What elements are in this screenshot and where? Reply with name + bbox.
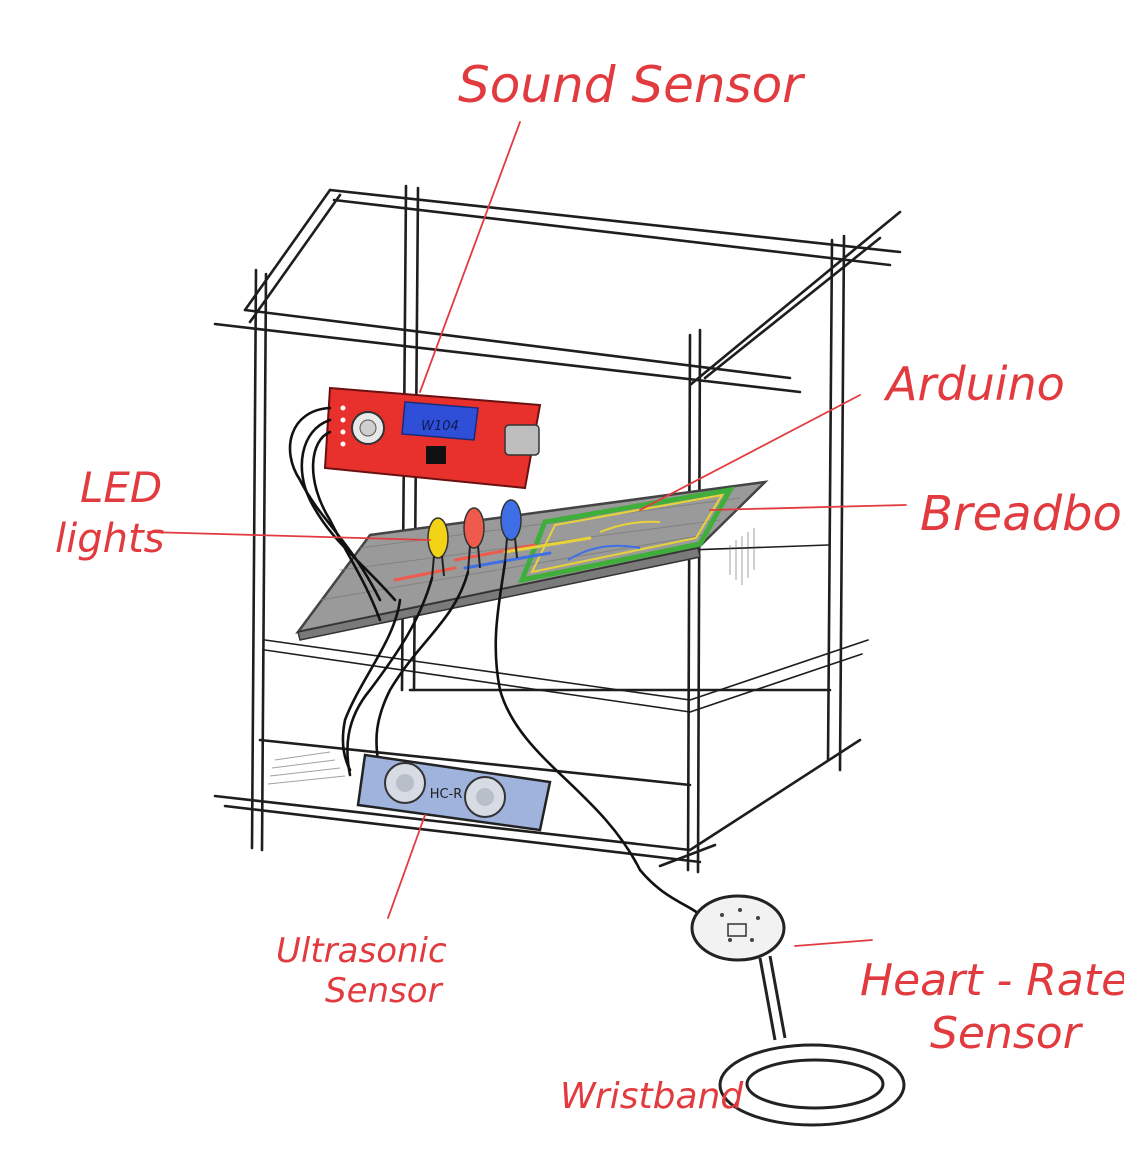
wristband	[718, 955, 906, 1127]
cables	[288, 406, 702, 917]
sound-module-chip-label: W104	[421, 419, 459, 434]
label-ultrasonic-line2: Sensor	[325, 971, 444, 1011]
leader-lines	[147, 121, 907, 947]
label-wristband: Wristband	[560, 1076, 744, 1117]
heart-rate-sensor	[690, 894, 786, 962]
led-lights	[427, 499, 522, 579]
sound-sensor-module: W104	[323, 386, 542, 490]
led-yellow	[427, 517, 449, 579]
label-breadboard: Breadboard	[920, 486, 1124, 542]
label-led-line1: LED	[80, 463, 162, 512]
shelf-frame	[213, 184, 902, 874]
led-red	[463, 507, 485, 573]
label-arduino: Arduino	[883, 357, 1065, 411]
ultrasonic-sensor-module: HC-R	[356, 753, 552, 832]
label-ultrasonic-line1: Ultrasonic	[276, 931, 447, 971]
label-heart-rate-line2: Sensor	[930, 1008, 1084, 1059]
label-heart-rate-line1: Heart - Rate	[860, 955, 1124, 1006]
label-led-line2: lights	[55, 516, 165, 562]
label-sound-sensor: Sound Sensor	[458, 56, 806, 114]
led-blue	[500, 499, 522, 563]
ultrasonic-module-label: HC-R	[430, 787, 463, 802]
